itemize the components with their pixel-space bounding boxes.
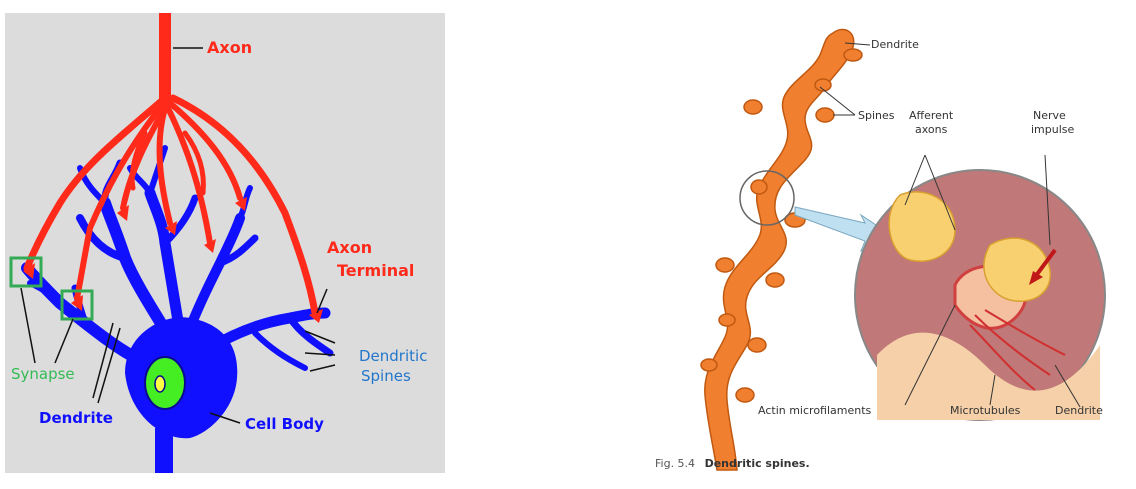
synapse-box-2 <box>60 289 94 321</box>
impulse-arrow <box>1033 248 1057 279</box>
label-spines: Spines <box>858 109 895 122</box>
figure-caption: Fig. 5.4 Dendritic spines. <box>655 457 810 470</box>
label-synapse: Synapse <box>11 365 75 383</box>
label-actin-microfilaments: Actin microfilaments <box>758 404 872 417</box>
afferent-axon-terminal-2 <box>983 237 1051 302</box>
nucleolus <box>154 375 166 393</box>
dendrite-shaft <box>704 28 855 471</box>
label-microtubules: Microtubules <box>950 404 1021 417</box>
neuron-diagram: Axon Axon Terminal Dendritic Spines Syna… <box>5 13 445 473</box>
magnified-spine <box>854 169 1106 421</box>
label-cell-body: Cell Body <box>245 415 324 433</box>
label-axon: Axon <box>207 38 252 57</box>
axon-terminal-knobs <box>23 197 323 323</box>
label-nerve-impulse-2: impulse <box>1031 123 1075 136</box>
label-dendritic-spines-1: Dendritic <box>359 347 427 365</box>
synapse-box-1 <box>9 256 43 288</box>
label-axon-terminal-2: Terminal <box>337 261 414 280</box>
pointer-lines <box>20 47 336 424</box>
caption-prefix: Fig. 5.4 <box>655 457 695 470</box>
zoom-source-circle <box>739 170 795 226</box>
label-afferent-axons-2: axons <box>915 123 948 136</box>
label-afferent-axons-1: Afferent <box>909 109 954 122</box>
axon-tree <box>23 13 319 317</box>
label-axon-terminal-1: Axon <box>327 238 372 257</box>
label-nerve-impulse-1: Nerve <box>1033 109 1066 122</box>
caption-title: Dendritic spines. <box>705 457 810 470</box>
label-dendrite-top: Dendrite <box>871 38 919 51</box>
dendritic-spine-figure: Dendrite Spines Afferent axons Nerve imp… <box>655 28 1106 471</box>
callout-lines <box>819 42 1081 408</box>
label-dendrite-bottom: Dendrite <box>1055 404 1103 417</box>
label-dendrite: Dendrite <box>39 409 113 427</box>
afferent-axon-terminal-1 <box>888 191 956 262</box>
label-dendritic-spines-2: Spines <box>361 367 411 385</box>
axon-hillock <box>155 428 173 473</box>
spine-bumps <box>700 48 863 403</box>
